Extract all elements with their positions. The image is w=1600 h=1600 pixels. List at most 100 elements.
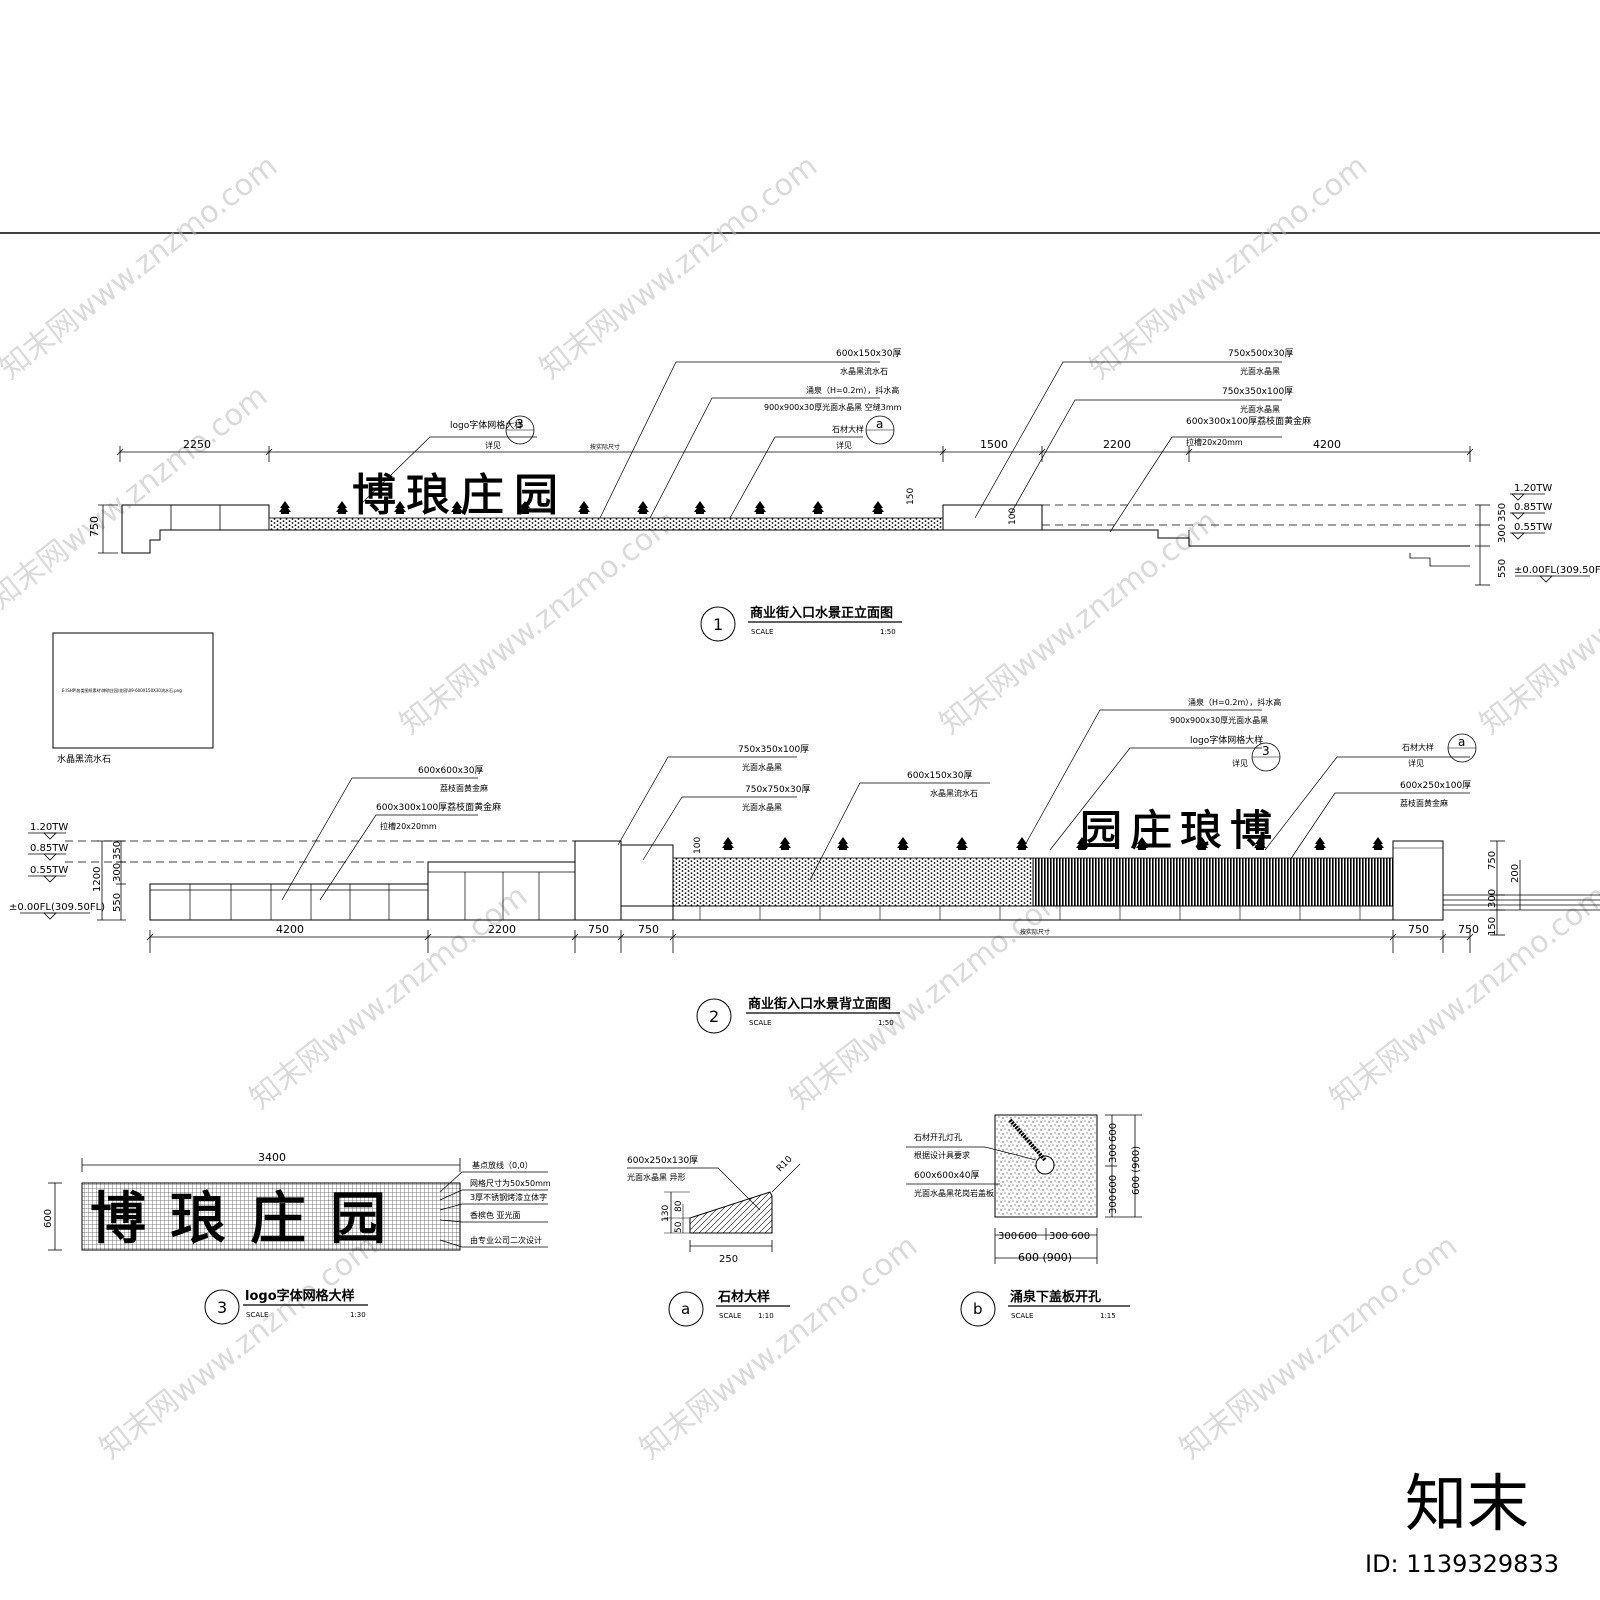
callout-text: 详见 — [1232, 758, 1248, 768]
dim-label: 1500 — [980, 438, 1008, 451]
scale-label: SCALE — [1011, 1312, 1033, 1320]
drawing-number: 1 — [713, 615, 723, 634]
dim-label: 600 — [1108, 1175, 1119, 1194]
callout-tag: a — [876, 417, 883, 431]
dim-label: 600 (900) — [1018, 1251, 1072, 1264]
image-path: E:\SHP\各类图纸素材\博琅庄园\花园\09-600X150X30流水石.p… — [62, 687, 182, 693]
callout-text: 600x150x30厚 — [907, 770, 972, 781]
callout-tag: 3 — [1262, 744, 1270, 758]
callout-text: 光面水晶黑 异形 — [627, 1172, 686, 1182]
logo-lettering-grid: 博琅庄园 — [90, 1187, 410, 1252]
note-text: 香槟色 亚光面 — [470, 1210, 521, 1220]
logo-lettering-back: 园庄琅博 — [1080, 806, 1280, 855]
callout-text: 拉槽20x20mm — [1186, 437, 1243, 447]
brand-watermark: 知末 — [1405, 1467, 1529, 1540]
dim-label: 550 — [1497, 559, 1508, 578]
dim-label: 750 — [1487, 851, 1498, 870]
note-text: 网格尺寸为50x50mm — [470, 1178, 551, 1188]
callout-text: 拉槽20x20mm — [380, 821, 437, 831]
callout-text: logo字体网格大样 — [1190, 734, 1263, 746]
watermarks: 知末网www.znzmo.com 知末网www.znzmo.com 知末网www… — [0, 148, 1600, 1466]
dim-label: 2250 — [183, 438, 211, 451]
dim-label: 150 — [906, 488, 916, 505]
image-placeholder: E:\SHP\各类图纸素材\博琅庄园\花园\09-600X150X30流水石.p… — [52, 632, 214, 765]
watermark-text: 知末网www.znzmo.com — [393, 503, 684, 741]
dimension-note: 按实际尺寸 — [590, 443, 620, 451]
callout-text: 荔枝面黄金麻 — [440, 783, 488, 793]
callout-text: logo字体网格大样 — [450, 419, 523, 431]
drawing-title: 商业街入口水景背立面图 — [748, 996, 891, 1012]
detail-stone: 600x250x130厚 光面水晶黑 异形 R10 130 80 50 250 … — [627, 1154, 801, 1327]
drawing-number: 2 — [709, 1007, 719, 1026]
watermark-text: 知末网www.znzmo.com — [1473, 503, 1600, 741]
callout-text: 900x900x30厚光面水晶黑 — [1170, 715, 1268, 725]
callout-text: 详见 — [836, 440, 852, 450]
dim-label: 300 — [112, 863, 123, 882]
dim-label: 2200 — [488, 923, 516, 936]
scale-label: SCALE — [751, 628, 773, 636]
level-marker: 0.85TW — [30, 843, 68, 854]
note-text: 由专业公司二次设计 — [470, 1235, 542, 1245]
scale-label: SCALE — [749, 1019, 771, 1027]
dim-label: 4200 — [1313, 438, 1341, 451]
dim-label: 300 — [1108, 1144, 1119, 1163]
callout-text: 600x600x30厚 — [418, 765, 483, 776]
scale-value: 1:30 — [350, 1311, 366, 1319]
callout-text: 750x500x30厚 — [1228, 348, 1293, 359]
fountain-jets — [722, 837, 1384, 850]
callout-text: 光面水晶黑 — [742, 762, 782, 772]
dim-label: 2200 — [1103, 438, 1131, 451]
id-watermark: ID: 1139329833 — [1365, 1550, 1559, 1578]
drawing-number: b — [973, 1300, 983, 1318]
dim-label: 130 — [661, 1205, 671, 1222]
scale-value: 1:50 — [880, 628, 896, 636]
dim-label: 300 — [1108, 1195, 1119, 1214]
dim-label: 3400 — [258, 1151, 286, 1164]
callout-text: 光面水晶黑 — [742, 802, 782, 812]
callout-text: 石材开孔灯孔 — [914, 1132, 962, 1142]
watermark-text: 知末网www.znzmo.com — [0, 378, 274, 616]
logo-lettering-front: 博琅庄园 — [352, 470, 568, 521]
callout-text: 石材大样 — [1402, 742, 1434, 752]
watermark-text: 知末网www.znzmo.com — [633, 1228, 924, 1466]
callout-text: 石材大样 — [832, 424, 864, 434]
callout-text: 光面水晶黑 — [1240, 366, 1280, 376]
dimension-note: 按实际尺寸 — [1020, 928, 1050, 936]
dim-label: 150 — [1487, 917, 1498, 936]
callout-text: 750x350x100厚 — [738, 744, 809, 755]
callout-text: 750x350x100厚 — [1222, 386, 1293, 397]
detail-logo-grid: 3400 600 博琅庄园 基点放线（0,0） 网格尺寸为50x50mm 3厚不… — [43, 1151, 551, 1325]
drawing-title: logo字体网格大样 — [245, 1288, 355, 1304]
dim-label: 100 — [693, 837, 703, 854]
scale-label: SCALE — [719, 1312, 741, 1320]
front-elevation: 2250 1500 2200 4200 750 博琅庄园 — [88, 348, 1600, 642]
dim-label: 750 — [588, 923, 609, 936]
dim-label: 600 — [1071, 1231, 1090, 1242]
dim-label: 50 — [674, 1221, 684, 1233]
level-marker: ±0.00FL(309.50FL) — [1514, 565, 1600, 576]
drawing-title: 商业街入口水景正立面图 — [750, 605, 893, 621]
callout-text: 根据设计具要求 — [914, 1150, 970, 1160]
dim-label: 600 — [1018, 1231, 1037, 1242]
dim-label: 600 (900) — [1131, 1146, 1142, 1195]
dim-label: 1200 — [92, 867, 103, 892]
dim-label: 4200 — [276, 923, 304, 936]
callout-text: 光面水晶黑花岗岩盖板 — [914, 1188, 994, 1198]
dim-label: 350 — [1497, 503, 1508, 522]
drawing-title: 石材大样 — [717, 1289, 770, 1305]
dim-label: 600 — [1108, 1123, 1119, 1142]
dim-label: 350 — [112, 841, 123, 860]
scale-value: 1:50 — [878, 1019, 894, 1027]
callout-text: 详见 — [1408, 758, 1424, 768]
callout-tag: a — [1458, 735, 1465, 749]
watermark-text: 知末网www.znzmo.com — [933, 503, 1224, 741]
callout-text: 600x300x100厚荔枝面黄金麻 — [376, 801, 501, 813]
callout-text: 600x250x130厚 — [627, 1155, 698, 1166]
callout-text: 600x250x100厚 — [1400, 780, 1471, 791]
level-marker: 0.55TW — [30, 865, 68, 876]
callout-text: 光面水晶黑 — [1240, 404, 1280, 414]
scale-value: 1:15 — [1100, 1312, 1116, 1320]
dim-label: 200 — [1510, 864, 1521, 883]
watermark-text: 知末网www.znzmo.com — [1323, 878, 1600, 1116]
